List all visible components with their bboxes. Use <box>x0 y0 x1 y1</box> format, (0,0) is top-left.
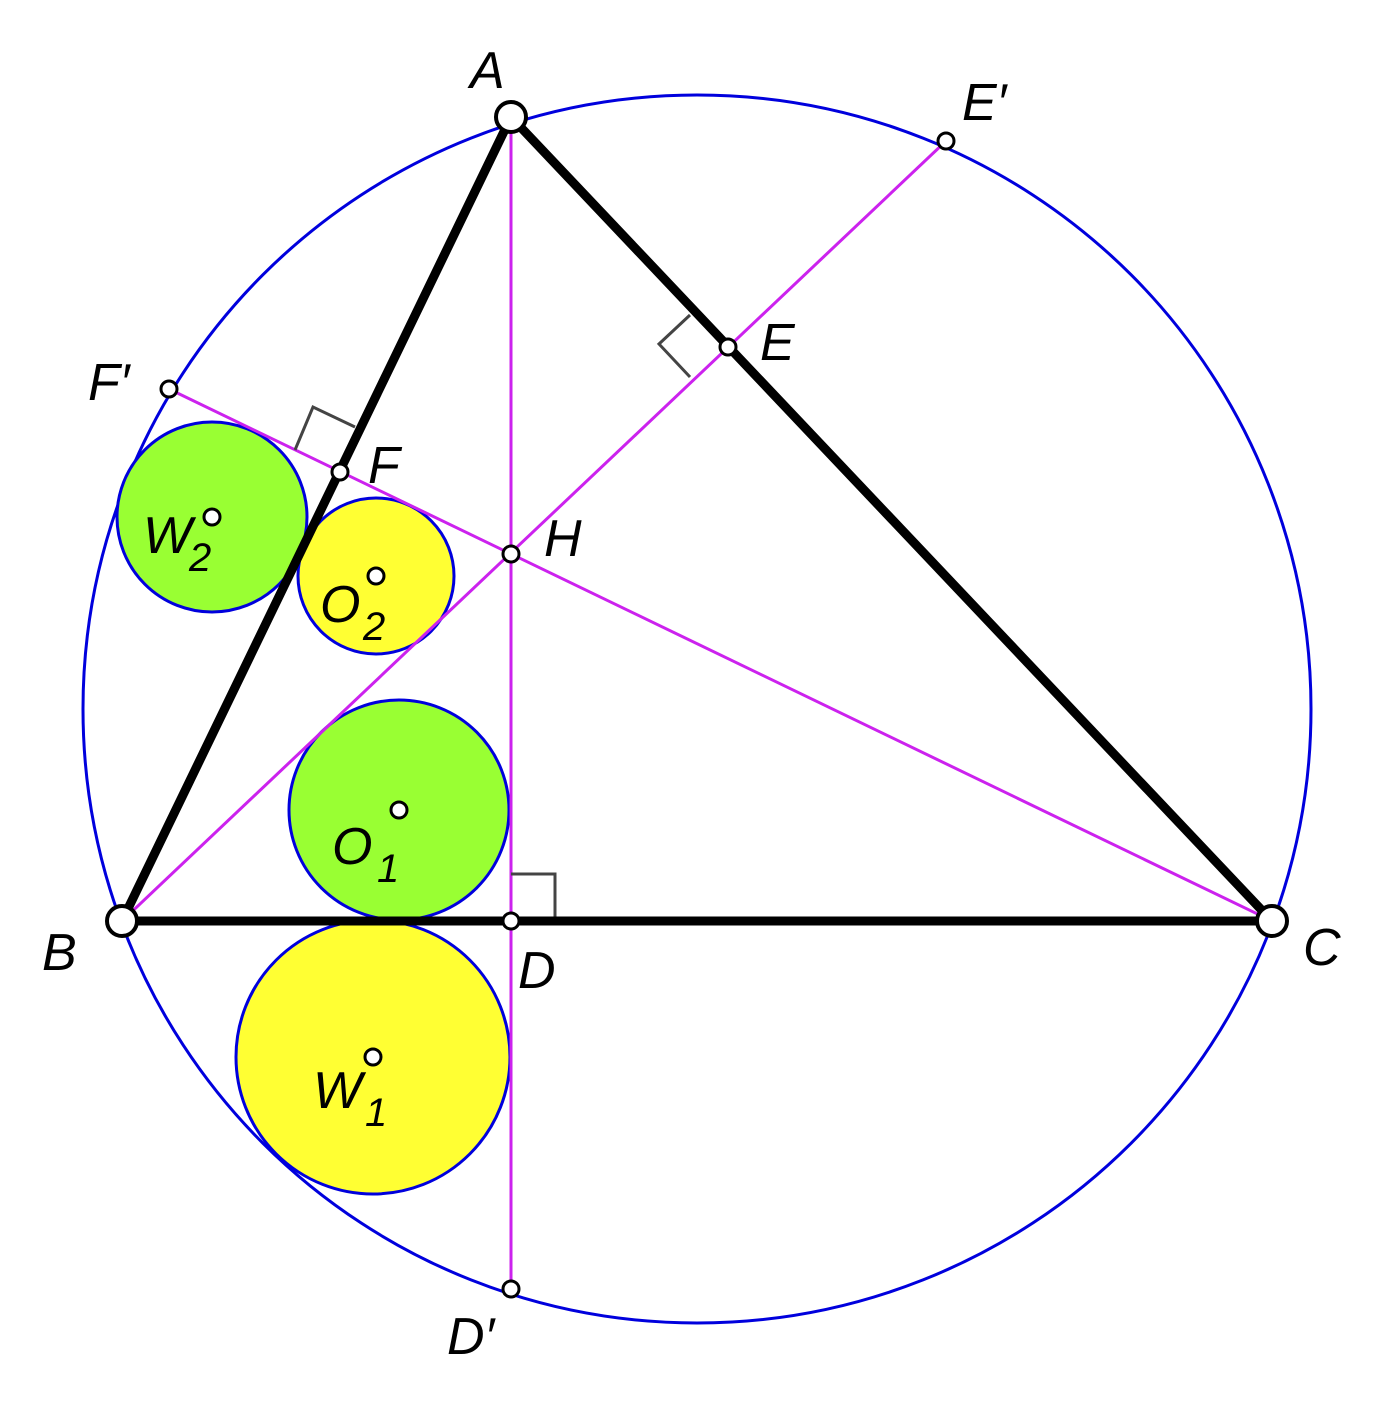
point-e-prime <box>936 131 956 151</box>
label-o2-sub: 2 <box>362 605 385 649</box>
label-w1: W <box>313 1062 367 1120</box>
right-angle-mark-d <box>511 872 557 918</box>
altitude-b-e-prime <box>120 139 948 923</box>
vertex-c <box>1255 904 1289 938</box>
label-c: C <box>1303 919 1341 977</box>
right-angle-mark-e <box>656 313 692 379</box>
point-d <box>501 911 521 931</box>
label-w1-sub: 1 <box>365 1091 387 1135</box>
label-f-prime: F′ <box>88 354 132 412</box>
label-a: A <box>467 42 505 100</box>
label-f: F <box>368 437 403 495</box>
label-e-prime: E′ <box>962 74 1009 132</box>
center-w1 <box>363 1047 383 1067</box>
label-e: E <box>760 314 796 372</box>
altitude-c-f-prime <box>168 387 1273 923</box>
center-o1 <box>389 800 409 820</box>
label-o1: O <box>332 818 372 876</box>
label-o2: O <box>320 576 360 634</box>
vertex-b <box>105 904 139 938</box>
point-f-prime <box>159 379 179 399</box>
center-o2 <box>366 566 386 586</box>
point-d-prime <box>501 1279 521 1299</box>
right-angle-mark-f <box>293 404 356 451</box>
point-f <box>330 462 350 482</box>
label-o1-sub: 1 <box>377 847 399 891</box>
label-d-prime: D′ <box>447 1308 497 1366</box>
label-h: H <box>544 510 582 568</box>
side-ac <box>506 112 1277 926</box>
circumcircle <box>81 93 1313 1325</box>
side-ab <box>117 112 516 926</box>
vertex-a <box>494 100 528 134</box>
label-w2-sub: 2 <box>188 536 211 580</box>
center-w2 <box>202 507 222 527</box>
label-b: B <box>42 924 77 982</box>
label-d: D <box>518 942 556 1000</box>
point-e <box>718 337 738 357</box>
label-w2: W <box>143 507 197 565</box>
point-h <box>501 544 521 564</box>
